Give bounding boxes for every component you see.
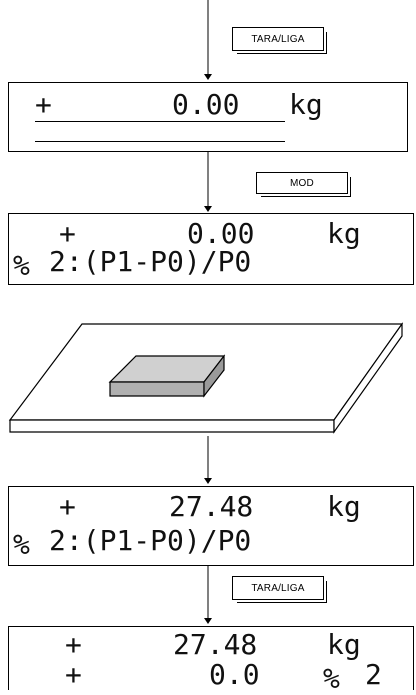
display-4-value-2: 0.0 — [209, 658, 260, 691]
display-3-mode-symbol: % — [13, 528, 30, 561]
platform-side-edge — [333, 322, 403, 434]
display-2-mode-text: 2:(P1-P0)/P0 — [49, 245, 252, 278]
display-2-sign: + — [59, 217, 76, 250]
display-4-sign-2: + — [65, 658, 82, 691]
display-3-weight: 27.48 — [169, 490, 254, 523]
box-front — [109, 381, 205, 397]
arrow-3-head — [204, 478, 212, 484]
display-4-sign: + — [65, 628, 82, 661]
weight-box — [108, 354, 226, 398]
mod-button[interactable]: MOD — [256, 172, 351, 197]
arrow-2-head — [204, 206, 212, 212]
arrow-4-head — [204, 618, 212, 624]
tara-liga-button-label: TARA/LIGA — [251, 33, 305, 45]
display-1-sign: + — [35, 88, 52, 121]
display-2-weight: 0.00 — [187, 217, 255, 250]
tara-liga-button-2[interactable]: TARA/LIGA — [232, 576, 327, 603]
display-3-mode-text: 2:(P1-P0)/P0 — [49, 524, 252, 557]
lcd-display-4: + 27.48 kg + 0.0 % 2 — [8, 626, 414, 695]
display-2-unit: kg — [327, 217, 361, 250]
display-4-mode-symbol: % — [323, 662, 340, 695]
platform-front-edge — [9, 419, 335, 433]
arrow-1-head — [204, 74, 212, 80]
display-1-weight: 0.00 — [172, 88, 240, 121]
box-side — [203, 354, 225, 398]
lcd-display-3: + 27.48 kg % 2:(P1-P0)/P0 — [8, 486, 414, 566]
tara-liga-button-2-label: TARA/LIGA — [251, 582, 305, 594]
display-1-underline-bottom — [35, 141, 285, 142]
display-4-weight: 27.48 — [173, 628, 258, 661]
display-1-underline-top — [35, 121, 285, 122]
lcd-display-1: + 0.00 kg — [8, 82, 408, 152]
display-1-unit: kg — [289, 88, 323, 121]
mod-button-label: MOD — [290, 177, 314, 189]
display-2-mode-symbol: % — [13, 249, 30, 282]
lcd-display-2: + 0.00 kg % 2:(P1-P0)/P0 — [8, 213, 414, 285]
tara-liga-button[interactable]: TARA/LIGA — [232, 27, 327, 54]
display-4-unit: kg — [327, 628, 361, 661]
display-3-sign: + — [59, 490, 76, 523]
display-3-unit: kg — [327, 490, 361, 523]
display-4-mode-number: 2 — [365, 658, 382, 691]
